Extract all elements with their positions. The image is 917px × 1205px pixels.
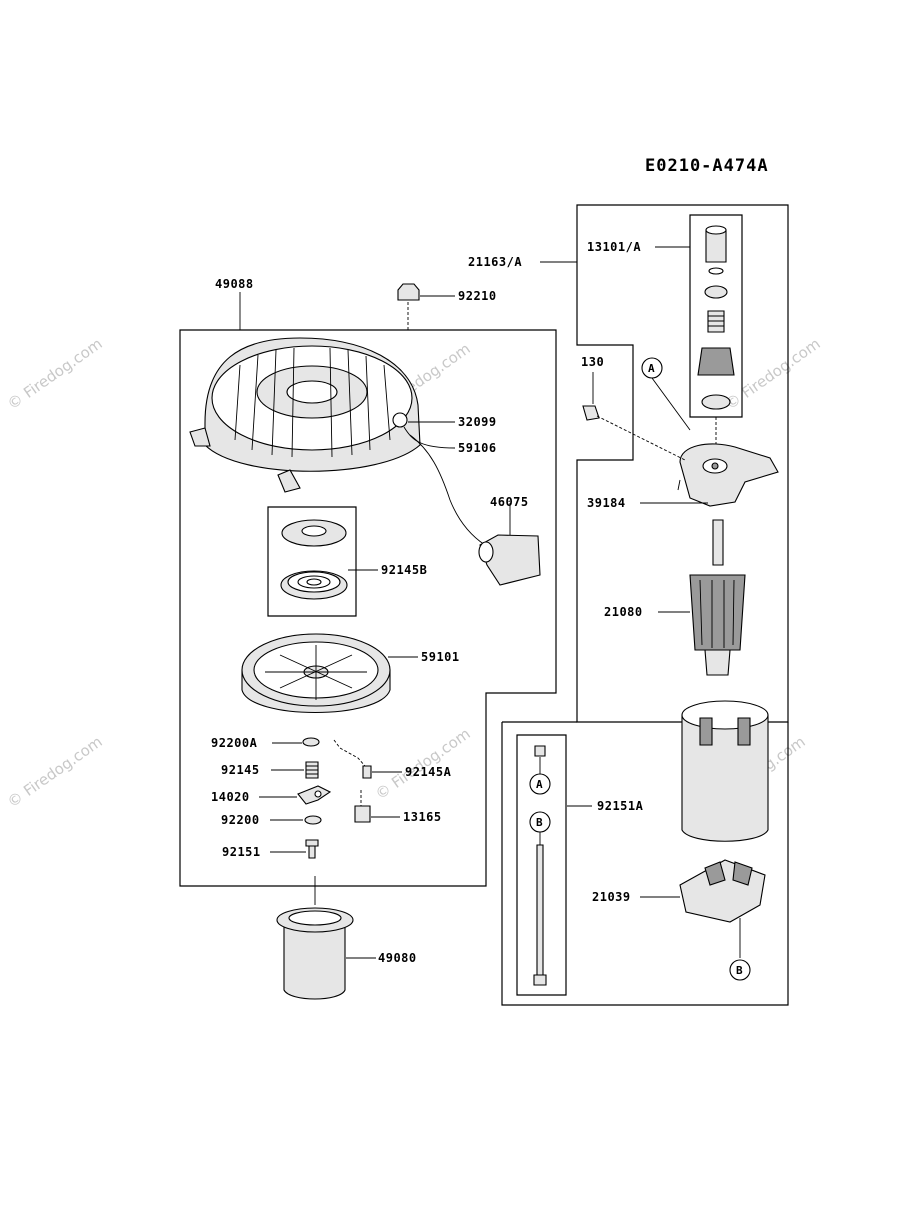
spring-set-92145b: [280, 519, 378, 600]
part-label-130: 130: [581, 355, 604, 369]
washer-92200a: [272, 737, 320, 747]
marker-b-bolt: B: [529, 811, 551, 833]
reel-59101: [241, 633, 418, 714]
part-label-21039: 21039: [592, 890, 631, 904]
marker-a-bolt: A: [529, 773, 551, 795]
through-bolts-92151a: [533, 745, 592, 986]
spring-92145: [271, 761, 319, 779]
part-label-59106: 59106: [458, 441, 497, 455]
handle-46075: [478, 503, 541, 586]
diagram-code: E0210-A474A: [645, 156, 769, 176]
watermark: © Firedog.com: [4, 733, 106, 812]
part-label-32099: 32099: [458, 415, 497, 429]
watermark: © Firedog.com: [4, 335, 106, 414]
starter-cover-49088: [189, 337, 456, 493]
part-labels: 49088 92210 32099 59106 46075 92145B 591…: [211, 240, 644, 965]
marker-a-top: A: [641, 357, 663, 379]
part-label-92145a: 92145A: [405, 765, 452, 779]
part-label-92200: 92200: [221, 813, 260, 827]
washer-92200: [270, 815, 322, 825]
electric-starter-frame-top: [576, 204, 789, 723]
marker-label: A: [536, 778, 543, 791]
pinion-kit-13101a: [697, 225, 735, 455]
part-label-92145: 92145: [221, 763, 260, 777]
part-label-21163a: 21163/A: [468, 255, 522, 269]
marker-label: A: [648, 362, 655, 375]
watermark: © Firedog.com: [722, 335, 824, 414]
cup-49080: [276, 876, 376, 1000]
recoil-starter-frame: [179, 329, 557, 887]
spring-92145a: [333, 739, 402, 779]
marker-b-cover: B: [729, 959, 751, 981]
part-label-14020: 14020: [211, 790, 250, 804]
part-label-21080: 21080: [604, 605, 643, 619]
ratchet-14020: [259, 785, 332, 805]
nut-92210: [397, 283, 455, 330]
part-label-13101a: 13101/A: [587, 240, 641, 254]
watermark: © Firedog.com: [372, 725, 474, 804]
yoke: [681, 700, 769, 842]
part-label-49080: 49080: [378, 951, 417, 965]
part-label-92151: 92151: [222, 845, 261, 859]
part-label-46075: 46075: [490, 495, 529, 509]
kit-box-92151a: [516, 734, 567, 996]
bracket-39184: [640, 443, 779, 507]
part-label-39184: 39184: [587, 496, 626, 510]
plate-13165: [354, 790, 400, 823]
part-label-92145b: 92145B: [381, 563, 427, 577]
part-label-59101: 59101: [421, 650, 460, 664]
marker-label: B: [536, 816, 543, 829]
marker-label: B: [736, 964, 743, 977]
electric-starter-frame-bottom: [501, 721, 789, 1006]
screw-130: [582, 372, 686, 461]
rope-59106: [409, 434, 486, 546]
armature-21080: [658, 519, 746, 676]
bolt-92151: [270, 839, 319, 859]
kit-box-92145b: [267, 506, 357, 617]
part-label-13165: 13165: [403, 810, 442, 824]
part-label-92210: 92210: [458, 289, 497, 303]
part-label-92200a: 92200A: [211, 736, 258, 750]
part-label-92151a: 92151A: [597, 799, 644, 813]
end-cover-21039: [640, 859, 766, 958]
part-label-49088: 49088: [215, 277, 254, 291]
kit-box-13101a: [689, 214, 743, 418]
